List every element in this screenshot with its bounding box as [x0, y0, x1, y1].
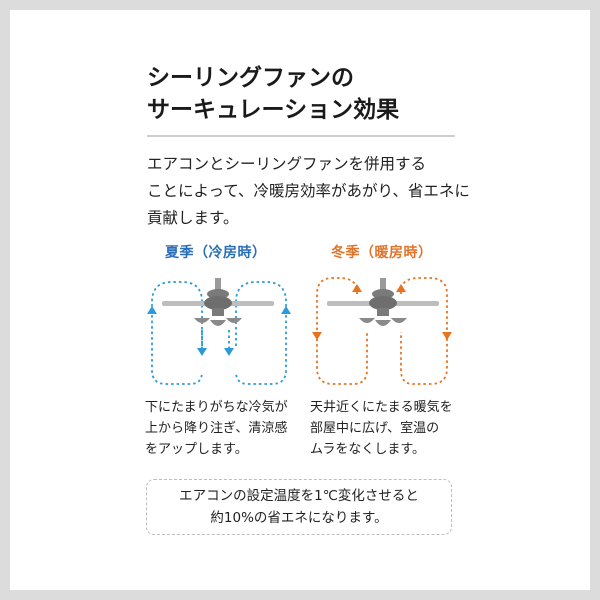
winter-heading: 冬季（暖房時） [331, 245, 433, 261]
summer-heading: 夏季（冷房時） [165, 245, 267, 261]
summer-down-arrow-right-icon [224, 348, 234, 356]
intro-line-2: ことによって、冷暖房効率があがり、省エネに [147, 182, 470, 200]
summer-description: 下にたまりがちな冷気が 上から降り注ぎ、清涼感 をアップします。 [145, 397, 288, 460]
winter-desc-line-3: ムラをなくします。 [310, 442, 426, 457]
divider [147, 135, 455, 137]
winter-up-arrow-right-icon [396, 284, 406, 292]
note-line-1: エアコンの設定温度を1℃変化させると [179, 488, 419, 504]
ceiling-fan-icon [162, 278, 274, 326]
intro-line-3: 貢献します。 [147, 209, 239, 227]
winter-up-arrow-left-icon [352, 284, 362, 292]
winter-right-arrow-icon [442, 332, 452, 340]
winter-desc-line-2: 部屋中に広げ、室温の [310, 421, 440, 436]
summer-desc-line-2: 上から降り注ぎ、清涼感 [145, 421, 288, 436]
note-line-2: 約10%の省エネになります。 [210, 510, 388, 526]
winter-description: 天井近くにたまる暖気を 部屋中に広げ、室温の ムラをなくします。 [310, 397, 453, 460]
summer-right-loop [235, 281, 287, 385]
intro-text: エアコンとシーリングファンを併用する ことによって、冷暖房効率があがり、省エネに… [147, 151, 470, 232]
winter-desc-line-1: 天井近くにたまる暖気を [310, 400, 453, 415]
summer-down-arrow-left-icon [197, 348, 207, 356]
title-line-2: サーキュレーション効果 [147, 97, 400, 123]
winter-right-loop [400, 277, 448, 385]
winter-left-arrow-icon [312, 332, 322, 340]
summer-left-loop [151, 281, 203, 385]
summer-right-arrow-icon [281, 306, 291, 314]
summer-airflow-diagram [147, 278, 291, 385]
intro-line-1: エアコンとシーリングファンを併用する [147, 155, 427, 173]
summer-desc-line-1: 下にたまりがちな冷気が [145, 400, 288, 415]
page-title: シーリングファンの サーキュレーション効果 [147, 62, 467, 126]
summer-left-arrow-icon [147, 306, 157, 314]
winter-left-loop [316, 277, 368, 385]
ceiling-fan-icon [327, 278, 439, 326]
energy-saving-note: エアコンの設定温度を1℃変化させると 約10%の省エネになります。 [146, 479, 452, 535]
winter-airflow-diagram [312, 277, 452, 385]
summer-desc-line-3: をアップします。 [145, 442, 248, 457]
title-line-1: シーリングファンの [147, 65, 354, 91]
